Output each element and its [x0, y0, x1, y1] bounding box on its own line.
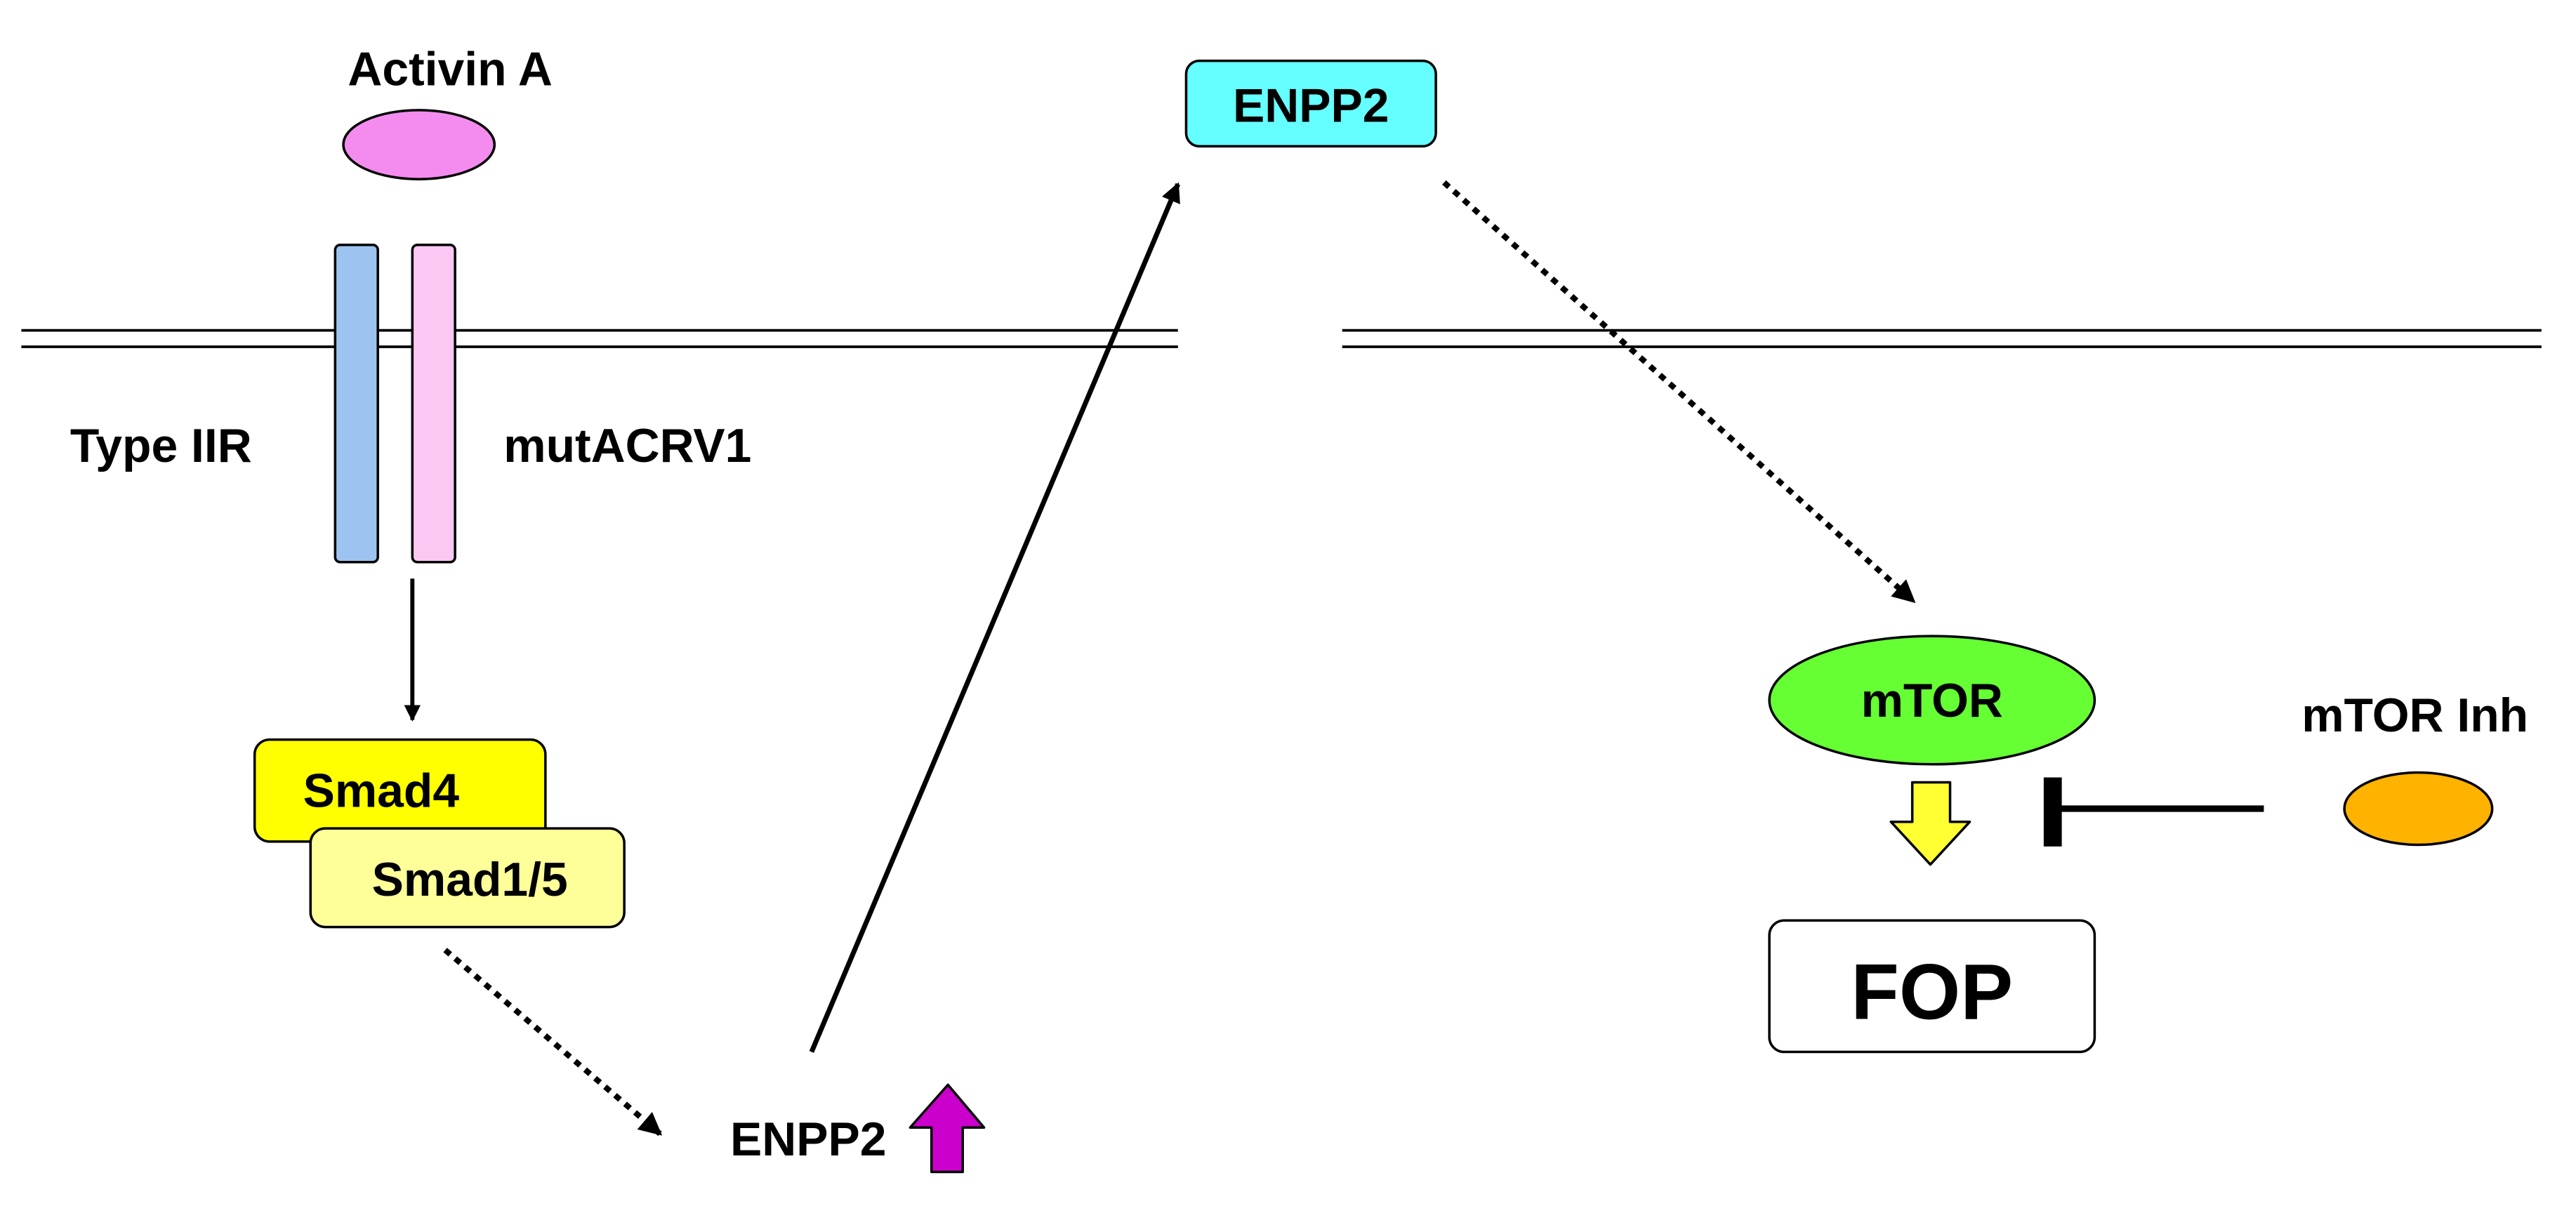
mtor-inhibitor-label: mTOR Inh — [2301, 689, 2528, 742]
mtor-label: mTOR — [1861, 675, 2003, 727]
smad15-box — [309, 827, 626, 929]
fop-label: FOP — [1851, 948, 2013, 1036]
activin-a-ligand — [342, 109, 496, 180]
enpp2-expression-label: ENPP2 — [730, 1113, 887, 1166]
mtor-inhibitor-node — [2343, 771, 2494, 847]
smad4-label: Smad4 — [303, 765, 460, 818]
mutacrv1-receptor — [411, 244, 456, 564]
mutacrv1-label: mutACRV1 — [503, 420, 751, 472]
type-iir-label: Type IIR — [70, 420, 252, 472]
fop-box — [1768, 919, 2096, 1054]
smad-to-enpp2-dotted-arrow — [443, 948, 663, 1136]
mtor-to-fop-down-arrow-icon — [1889, 781, 1971, 866]
upregulation-arrow-icon — [909, 1083, 986, 1174]
secreted-enpp2-box — [1184, 59, 1437, 148]
cell-membrane — [21, 329, 2542, 348]
type-iir-receptor — [333, 244, 379, 564]
secreted-enpp2-label: ENPP2 — [1233, 79, 1389, 132]
activin-a-label: Activin A — [348, 44, 553, 96]
mtor-node — [1768, 635, 2096, 766]
enpp2-to-mtor-dotted-arrow — [1442, 180, 1916, 604]
enpp2-secretion-arrow — [809, 182, 1180, 1053]
inhibition-bar-icon — [2043, 777, 2062, 847]
smad15-label: Smad1/5 — [372, 854, 568, 906]
